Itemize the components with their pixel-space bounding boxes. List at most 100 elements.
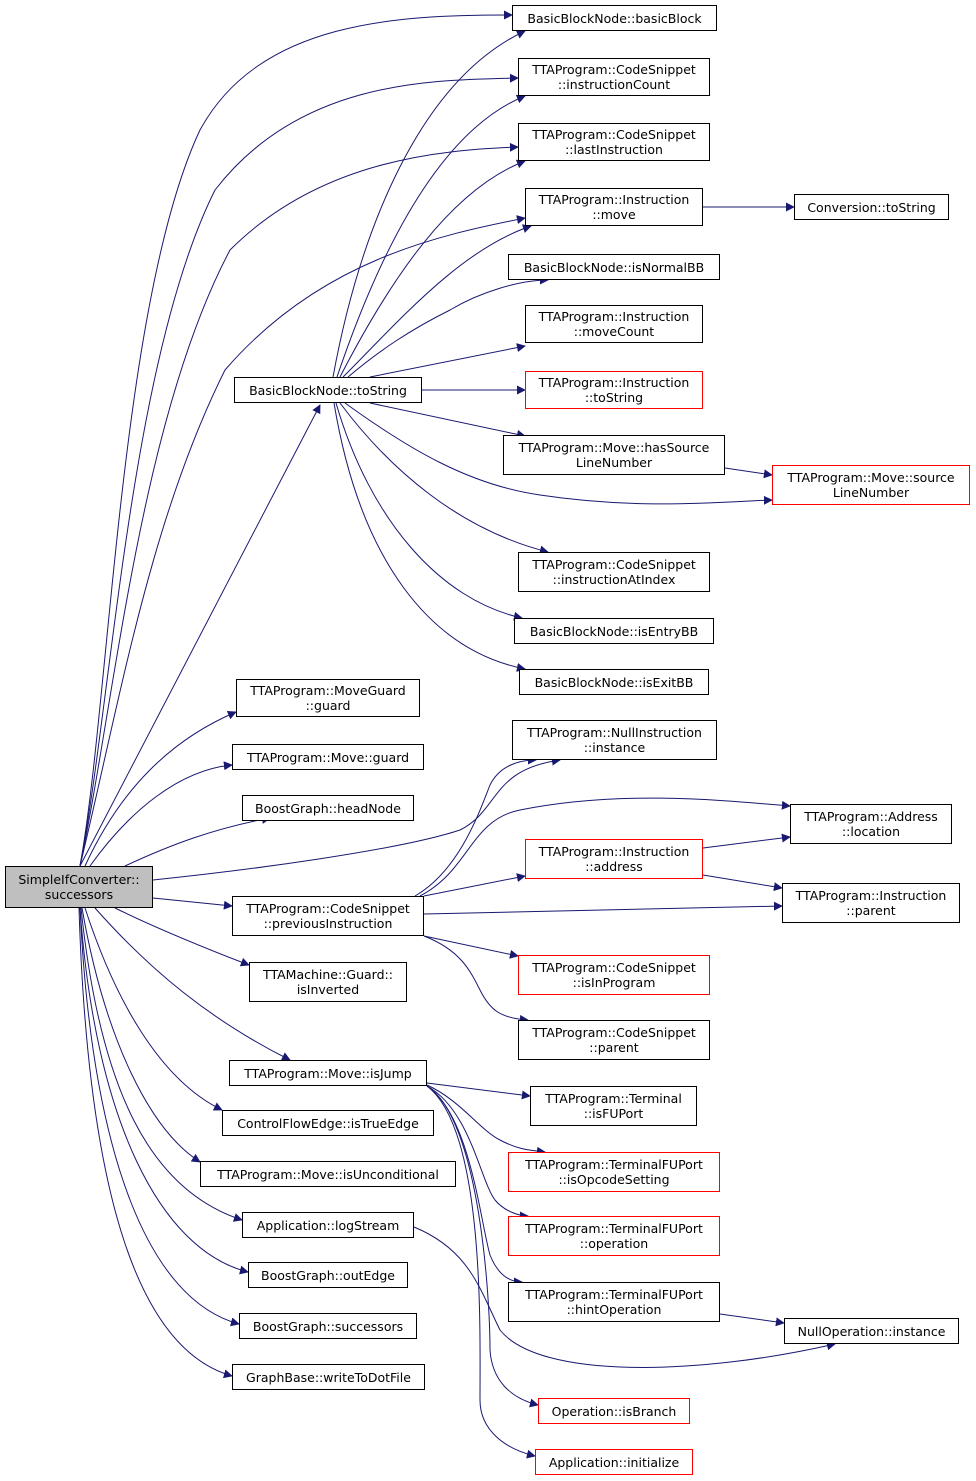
node-isbranch[interactable]: Operation::isBranch — [538, 1398, 690, 1424]
node-hintop[interactable]: TTAProgram::TerminalFUPort ::hintOperati… — [508, 1282, 720, 1322]
node-label: TTAProgram::CodeSnippet ::isInProgram — [532, 960, 696, 990]
node-isnormalbb[interactable]: BasicBlockNode::isNormalBB — [508, 254, 720, 280]
node-instrparent[interactable]: TTAProgram::Instruction ::parent — [782, 883, 960, 923]
edge-root-to-headnode — [124, 815, 271, 867]
node-isjump[interactable]: TTAProgram::Move::isJump — [229, 1060, 427, 1086]
node-label: NullOperation::instance — [797, 1323, 946, 1339]
node-label: TTAProgram::Instruction ::move — [538, 192, 690, 222]
node-moveguardguard[interactable]: TTAProgram::MoveGuard ::guard — [236, 679, 420, 717]
node-lastinstr[interactable]: TTAProgram::CodeSnippet ::lastInstructio… — [518, 123, 710, 161]
node-label: ControlFlowEdge::isTrueEdge — [237, 1115, 419, 1131]
edge-root-to-bbtostring — [79, 404, 321, 867]
node-label: TTAProgram::Instruction ::parent — [795, 888, 947, 918]
node-isinverted[interactable]: TTAMachine::Guard:: isInverted — [249, 962, 407, 1002]
node-label: TTAProgram::Instruction ::toString — [538, 375, 690, 405]
edge-root-to-moveguardguard — [84, 711, 237, 867]
edge-bbtostring-to-lastinstr — [339, 159, 526, 378]
node-istrueedge[interactable]: ControlFlowEdge::isTrueEdge — [222, 1110, 434, 1136]
node-isentrybb[interactable]: BasicBlockNode::isEntryBB — [514, 618, 714, 644]
node-label: Conversion::toString — [807, 199, 936, 215]
node-snippetparent[interactable]: TTAProgram::CodeSnippet ::parent — [518, 1020, 710, 1060]
node-writedot[interactable]: GraphBase::writeToDotFile — [232, 1364, 425, 1390]
node-convtostring[interactable]: Conversion::toString — [794, 194, 949, 220]
edge-hintop-to-nullop — [719, 1313, 785, 1327]
edge-root-to-instrmove — [79, 215, 526, 867]
node-instrcount[interactable]: TTAProgram::CodeSnippet ::instructionCou… — [518, 58, 710, 96]
node-label: TTAProgram::TerminalFUPort ::isOpcodeSet… — [525, 1157, 703, 1187]
node-label: BoostGraph::outEdge — [261, 1267, 395, 1283]
node-moveguard[interactable]: TTAProgram::Move::guard — [232, 744, 424, 770]
edge-hassrcline-to-srcline — [724, 467, 773, 479]
node-label: TTAProgram::Move::source LineNumber — [787, 470, 955, 500]
edge-bbtostring-to-isentrybb — [335, 402, 523, 621]
edge-previnstr-to-nullinstr — [414, 755, 537, 897]
edge-bbtostring-to-isnormalbb — [347, 275, 549, 378]
node-root[interactable]: SimpleIfConverter:: successors — [5, 866, 153, 908]
node-instraddress[interactable]: TTAProgram::Instruction ::address — [525, 839, 703, 879]
node-label: TTAProgram::MoveGuard ::guard — [250, 683, 406, 713]
node-isuncond[interactable]: TTAProgram::Move::isUnconditional — [200, 1161, 456, 1187]
node-label: TTAProgram::CodeSnippet ::lastInstructio… — [532, 127, 696, 157]
node-label: BasicBlockNode::toString — [249, 382, 407, 398]
node-label: BoostGraph::headNode — [255, 800, 401, 816]
edge-bbtostring-to-basicblock — [332, 30, 526, 378]
node-operation[interactable]: TTAProgram::TerminalFUPort ::operation — [508, 1216, 720, 1256]
node-label: BasicBlockNode::basicBlock — [527, 10, 702, 26]
node-label: TTAProgram::Move::guard — [246, 749, 410, 765]
node-nullop[interactable]: NullOperation::instance — [784, 1318, 959, 1344]
edge-logstream-to-nullop — [413, 1226, 836, 1368]
node-isexitbb[interactable]: BasicBlockNode::isExitBB — [519, 669, 709, 695]
edge-isjump-to-isbranch — [426, 1085, 539, 1408]
node-isopcodesetting[interactable]: TTAProgram::TerminalFUPort ::isOpcodeSet… — [508, 1152, 720, 1192]
node-outedge[interactable]: BoostGraph::outEdge — [248, 1262, 408, 1288]
edge-isjump-to-isopcodesetting — [426, 1084, 546, 1156]
node-instrtostring[interactable]: TTAProgram::Instruction ::toString — [525, 371, 703, 409]
node-srcline[interactable]: TTAProgram::Move::source LineNumber — [772, 465, 970, 505]
edge-bbtostring-to-isexitbb — [333, 402, 526, 672]
node-hassrcline[interactable]: TTAProgram::Move::hasSource LineNumber — [503, 435, 725, 475]
edge-bbtostring-to-instratindex — [339, 402, 549, 555]
node-label: BasicBlockNode::isNormalBB — [523, 259, 705, 275]
node-instrmove[interactable]: TTAProgram::Instruction ::move — [525, 188, 703, 226]
node-isfuport[interactable]: TTAProgram::Terminal ::isFUPort — [530, 1086, 697, 1126]
node-label: Application::logStream — [256, 1217, 400, 1233]
edge-instraddress-to-instrparent — [702, 874, 783, 892]
node-movecount[interactable]: TTAProgram::Instruction ::moveCount — [525, 305, 703, 343]
edge-root-to-isjump — [94, 907, 291, 1061]
node-label: Operation::isBranch — [551, 1403, 677, 1419]
node-label: TTAProgram::Address ::location — [804, 809, 938, 839]
node-label: TTAProgram::TerminalFUPort ::operation — [525, 1221, 703, 1251]
node-label: BasicBlockNode::isExitBB — [534, 674, 694, 690]
node-nullinstr[interactable]: TTAProgram::NullInstruction ::instance — [512, 720, 717, 760]
edge-root-to-writedot — [78, 907, 233, 1379]
edge-previnstr-to-addrlocation — [419, 797, 791, 897]
node-instratindex[interactable]: TTAProgram::CodeSnippet ::instructionAtI… — [518, 552, 710, 592]
edge-root-to-istrueedge — [84, 907, 223, 1111]
node-label: TTAProgram::Instruction ::moveCount — [538, 309, 690, 339]
edge-root-to-previnstr — [152, 897, 233, 910]
node-headnode[interactable]: BoostGraph::headNode — [242, 795, 414, 821]
edge-isjump-to-isfuport — [426, 1082, 531, 1100]
edge-root-to-instrcount — [79, 73, 519, 867]
node-isinprogram[interactable]: TTAProgram::CodeSnippet ::isInProgram — [518, 955, 710, 995]
node-label: BoostGraph::successors — [252, 1318, 404, 1334]
edge-bbtostring-to-hassrcline — [369, 402, 526, 439]
node-basicblock[interactable]: BasicBlockNode::basicBlock — [512, 5, 717, 31]
node-label: TTAProgram::Move::hasSource LineNumber — [518, 440, 710, 470]
node-bgsuccessors[interactable]: BoostGraph::successors — [239, 1313, 417, 1339]
node-previnstr[interactable]: TTAProgram::CodeSnippet ::previousInstru… — [232, 896, 424, 936]
node-logstream[interactable]: Application::logStream — [242, 1212, 414, 1238]
node-label: TTAProgram::CodeSnippet ::previousInstru… — [246, 901, 410, 931]
edge-isjump-to-appinit — [426, 1085, 536, 1459]
edge-bbtostring-to-instrmove — [342, 224, 532, 378]
node-addrlocation[interactable]: TTAProgram::Address ::location — [790, 804, 952, 844]
node-label: TTAProgram::Move::isJump — [244, 1065, 412, 1081]
edge-isjump-to-operation — [426, 1085, 529, 1221]
node-bbtostring[interactable]: BasicBlockNode::toString — [234, 377, 422, 403]
node-appinit[interactable]: Application::initialize — [535, 1449, 693, 1475]
node-label: TTAProgram::Instruction ::address — [538, 844, 690, 874]
edge-root-to-basicblock — [79, 10, 513, 867]
node-label: TTAProgram::Terminal ::isFUPort — [545, 1091, 682, 1121]
